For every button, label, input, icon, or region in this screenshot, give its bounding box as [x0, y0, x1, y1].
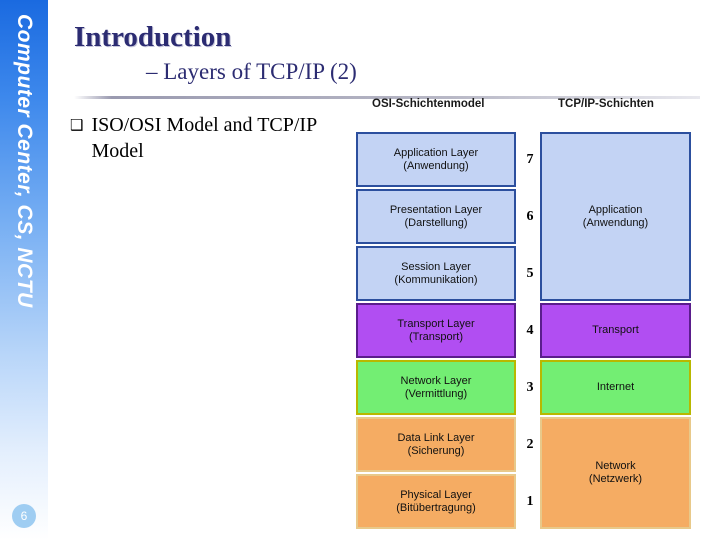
osi-layer-block: Data Link Layer(Sicherung) — [356, 417, 516, 472]
tcpip-layer-block: Network(Netzwerk) — [540, 417, 691, 529]
osi-layer-german: (Transport) — [409, 330, 463, 343]
page-subtitle: – Layers of TCP/IP (2) — [146, 59, 357, 84]
tcpip-layer-block: Transport — [540, 303, 691, 358]
osi-layer-number: 1 — [526, 493, 534, 509]
osi-layer-block: Presentation Layer(Darstellung) — [356, 189, 516, 244]
sidebar: Computer Center, CS, NCTU 6 — [0, 0, 48, 540]
osi-layer-number: 2 — [526, 436, 534, 452]
title-divider — [74, 96, 700, 99]
osi-layer-number: 5 — [526, 265, 534, 281]
title-block: Introduction – Layers of TCP/IP (2) — [74, 20, 704, 86]
osi-layer-german: (Sicherung) — [407, 444, 465, 457]
tcpip-layer-name: Application — [588, 203, 643, 216]
osi-layer-number: 7 — [526, 151, 534, 167]
tcpip-layer-name: Transport — [592, 324, 639, 336]
tcpip-layer-block: Application(Anwendung) — [540, 132, 691, 301]
page-number-badge: 6 — [12, 504, 36, 528]
tcpip-column-header: TCP/IP-Schichten — [558, 98, 654, 110]
osi-layer-german: (Darstellung) — [404, 216, 468, 229]
layer-number-column: 7 6 5 4 3 2 1 — [516, 132, 544, 531]
osi-layer-name: Session Layer — [401, 260, 471, 273]
osi-layer-block: Transport Layer(Transport) — [356, 303, 516, 358]
diagram-columns: Application Layer(Anwendung)Presentation… — [356, 132, 696, 529]
osi-layer-name: Data Link Layer — [397, 431, 475, 444]
osi-layer-name: Presentation Layer — [389, 203, 483, 216]
osi-layer-column: Application Layer(Anwendung)Presentation… — [356, 132, 516, 531]
osi-layer-block: Application Layer(Anwendung) — [356, 132, 516, 187]
osi-layer-german: (Bitübertragung) — [396, 501, 476, 514]
osi-column-header: OSI-Schichtenmodel — [372, 98, 485, 110]
bullet-label: ISO/OSI Model and TCP/IP Model — [91, 114, 317, 162]
osi-layer-block: Session Layer(Kommunikation) — [356, 246, 516, 301]
tcpip-layer-name: Internet — [596, 381, 635, 393]
osi-layer-name: Transport Layer — [397, 317, 475, 330]
osi-layer-german: (Anwendung) — [403, 159, 469, 172]
sidebar-vertical-label: Computer Center, CS, NCTU — [13, 14, 36, 308]
osi-layer-number: 4 — [526, 322, 534, 338]
osi-layer-number: 3 — [526, 379, 534, 395]
osi-layer-block: Physical Layer(Bitübertragung) — [356, 474, 516, 529]
tcpip-layer-german: (Netzwerk) — [588, 473, 643, 485]
osi-layer-german: (Vermittlung) — [404, 387, 468, 400]
osi-layer-name: Application Layer — [393, 146, 479, 159]
osi-layer-block: Network Layer(Vermittlung) — [356, 360, 516, 415]
tcpip-layer-name: Network — [595, 460, 636, 472]
bullet-square-icon: ❑ — [70, 116, 84, 134]
bullet-item: ❑ ISO/OSI Model and TCP/IP Model — [70, 112, 340, 164]
tcpip-layer-block: Internet — [540, 360, 691, 415]
diagram-headers: OSI-Schichtenmodel TCP/IP-Schichten — [356, 98, 696, 118]
osi-tcpip-diagram: OSI-Schichtenmodel TCP/IP-Schichten Appl… — [356, 98, 696, 529]
osi-layer-name: Physical Layer — [400, 488, 472, 501]
page-title: Introduction — [74, 21, 232, 53]
osi-layer-german: (Kommunikation) — [394, 273, 478, 286]
tcpip-layer-german: (Anwendung) — [582, 216, 649, 229]
osi-layer-number: 6 — [526, 208, 534, 224]
osi-layer-name: Network Layer — [400, 374, 472, 387]
